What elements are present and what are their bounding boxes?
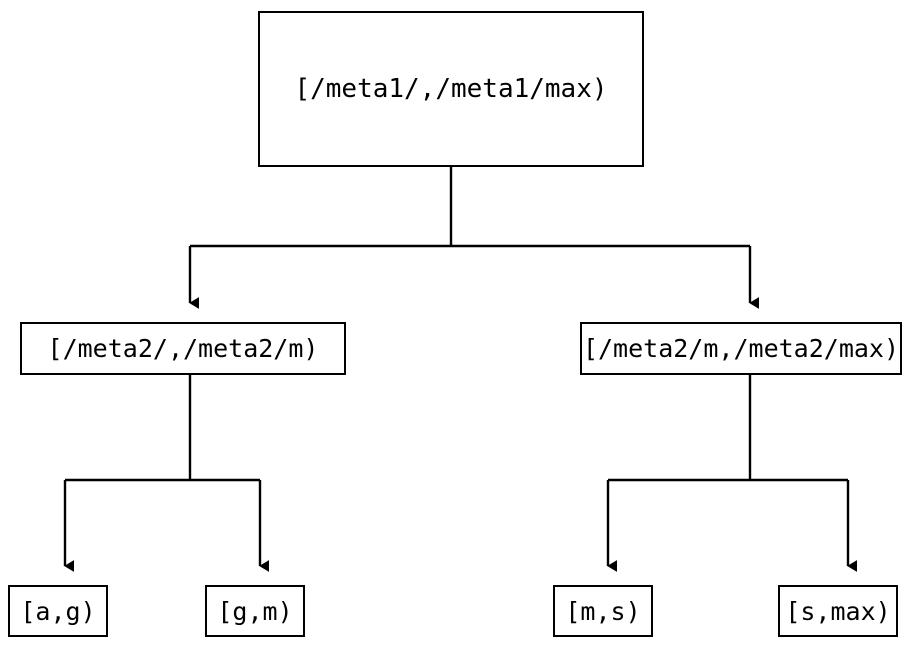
tree-node-leaf-4[interactable]: [s,max) [778,585,898,637]
tree-node-leaf-1[interactable]: [a,g) [8,585,108,637]
tree-node-leaf-3[interactable]: [m,s) [553,585,653,637]
tree-node-mid-right-label: [/meta2/m,/meta2/max) [582,334,900,363]
tree-node-root-label: [/meta1/,/meta1/max) [294,74,608,104]
tree-node-leaf-2-label: [g,m) [217,596,293,626]
tree-node-leaf-4-label: [s,max) [785,596,891,626]
tree-node-leaf-2[interactable]: [g,m) [205,585,305,637]
tree-node-mid-left-label: [/meta2/,/meta2/m) [47,334,319,363]
tree-node-mid-right[interactable]: [/meta2/m,/meta2/max) [580,322,902,375]
tree-node-mid-left[interactable]: [/meta2/,/meta2/m) [20,322,346,375]
tree-node-root[interactable]: [/meta1/,/meta1/max) [258,11,644,167]
tree-node-leaf-3-label: [m,s) [565,596,641,626]
tree-node-leaf-1-label: [a,g) [20,596,96,626]
